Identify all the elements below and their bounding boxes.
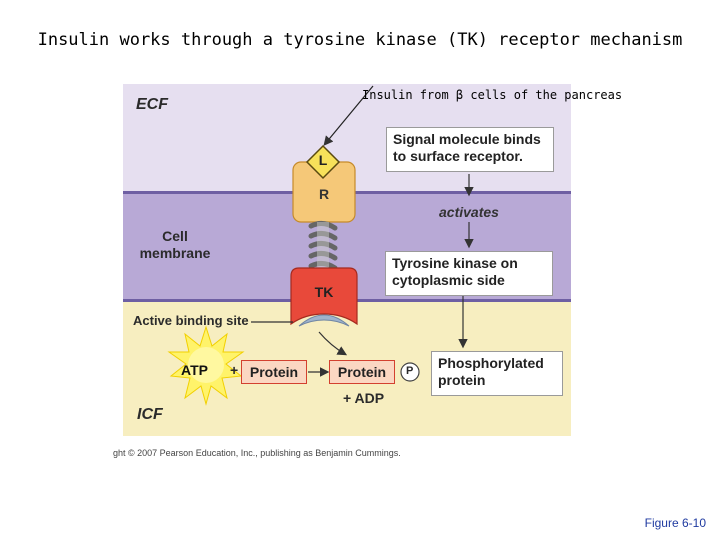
receptor-label: R (318, 186, 330, 202)
receptor-diagram (167, 85, 474, 406)
tyrosine-kinase-body (290, 267, 358, 326)
protein-product: Protein (329, 360, 395, 384)
active-binding-site (298, 314, 350, 327)
active-site-label: Active binding site (133, 313, 249, 328)
protein-substrate: Protein (241, 360, 307, 384)
coil-core (317, 222, 329, 270)
plus-sign: + (230, 362, 239, 378)
atp-label: ATP (181, 362, 208, 378)
phosphate-label: P (406, 365, 414, 377)
insulin-arrow (323, 85, 374, 146)
ecf-label: ECF (136, 96, 168, 113)
figure-number: Figure 6-10 (644, 516, 706, 530)
copyright-text: ght © 2007 Pearson Education, Inc., publ… (113, 448, 401, 458)
insulin-source-note: Insulin from β cells of the pancreas (362, 88, 623, 102)
page-title: Insulin works through a tyrosine kinase … (37, 30, 683, 50)
step-tyrosine-kinase: Tyrosine kinase on cytoplasmic side (385, 251, 553, 296)
activates-label: activates (439, 204, 499, 220)
step-signal-binds: Signal molecule binds to surface recepto… (386, 127, 554, 172)
membrane-label: Cell membrane (139, 228, 211, 261)
adp-label: + ADP (343, 390, 385, 406)
atp-glow (188, 347, 224, 383)
ligand-label: L (318, 152, 328, 168)
kinase-label: TK (314, 284, 334, 300)
icf-label: ICF (137, 406, 163, 423)
step-phosphorylated-protein: Phosphorylated protein (431, 351, 563, 396)
phosphate-circle (400, 362, 420, 382)
ligand-diamond (305, 144, 341, 180)
figure-panel: ECF Cell membrane ICF Active binding sit… (123, 84, 571, 436)
arrow-to-product (318, 331, 348, 356)
